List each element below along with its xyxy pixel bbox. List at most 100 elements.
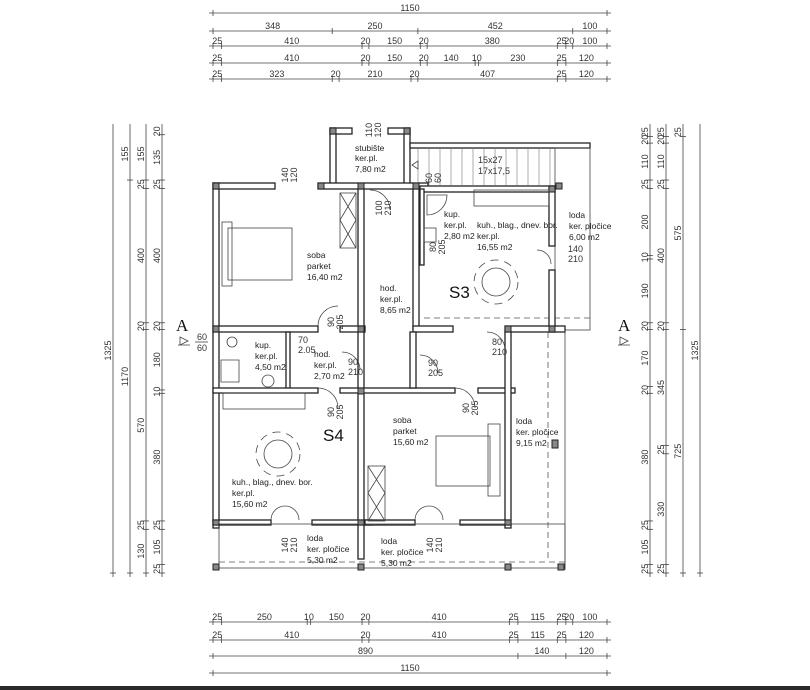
wardrobe bbox=[367, 465, 386, 522]
dimension-value: 120 bbox=[579, 69, 594, 79]
dimension-value: 20 bbox=[640, 135, 650, 145]
dimension-value: 410 bbox=[284, 630, 299, 640]
dimension-value: 20 bbox=[419, 36, 429, 46]
opening-dimension: 120 bbox=[289, 167, 299, 182]
opening-dimension: 140 bbox=[280, 167, 290, 182]
room-area: 5,30 m2 bbox=[307, 555, 338, 565]
dimension-value: 410 bbox=[432, 630, 447, 640]
dimension-value: 10 bbox=[152, 387, 162, 397]
room-floor: ker.pl. bbox=[477, 231, 500, 241]
dimension-value: 150 bbox=[387, 36, 402, 46]
section-value: 60 bbox=[197, 343, 207, 353]
opening-dimension: 210 bbox=[434, 537, 444, 552]
unit-label-s3: S3 bbox=[449, 283, 470, 302]
dimension-value: 25 bbox=[136, 520, 146, 530]
dimension-value: 25 bbox=[557, 612, 567, 622]
opening-dimension: 2.05 bbox=[298, 345, 316, 355]
dimension-value: 407 bbox=[480, 69, 495, 79]
room-floor: ker. pločice bbox=[307, 544, 350, 554]
opening-dimension: 80 bbox=[492, 337, 502, 347]
opening-dimension: 60 bbox=[433, 173, 443, 183]
dimension-value: 190 bbox=[640, 283, 650, 298]
dimension-value: 25 bbox=[152, 520, 162, 530]
dimension-value: 20 bbox=[564, 36, 574, 46]
dimension-value: 25 bbox=[509, 612, 519, 622]
opening-dimension: 210 bbox=[568, 254, 583, 264]
dimension-value: 10 bbox=[304, 612, 314, 622]
opening-dimension: 205 bbox=[428, 368, 443, 378]
dimension-value: 20 bbox=[640, 385, 650, 395]
section-markers: A 60 60 A bbox=[176, 316, 631, 353]
dimension-value: 20 bbox=[360, 36, 370, 46]
dimension-value: 25 bbox=[656, 564, 666, 574]
room-name: stubište bbox=[355, 143, 385, 153]
opening-dimension: 140 bbox=[425, 537, 435, 552]
room-name: hod. bbox=[314, 349, 331, 359]
dimension-value: 25 bbox=[557, 53, 567, 63]
dimension-value: 100 bbox=[582, 21, 597, 31]
dimension-value: 25 bbox=[640, 179, 650, 189]
dimension-value: 25 bbox=[212, 36, 222, 46]
opening-dimension: 90 bbox=[326, 317, 336, 327]
dimension-value: 575 bbox=[673, 225, 683, 240]
dimension-value: 140 bbox=[444, 53, 459, 63]
walls bbox=[212, 182, 590, 571]
section-arrow-icon bbox=[618, 336, 630, 346]
dimension-value: 380 bbox=[152, 450, 162, 465]
dimension-value: 110 bbox=[640, 154, 650, 168]
dimension-value: 25 bbox=[509, 630, 519, 640]
room-labels: stubište ker.pl. 7,80 m2 soba parket 16,… bbox=[232, 143, 612, 568]
dimension-value: 330 bbox=[656, 502, 666, 517]
dimension-value: 120 bbox=[579, 646, 594, 656]
room-floor: ker.pl. bbox=[314, 360, 337, 370]
room-floor: ker. pločice bbox=[569, 221, 612, 231]
dimension-value: 135 bbox=[152, 150, 162, 165]
room-name: loda bbox=[381, 536, 397, 546]
opening-dimension: 140 bbox=[280, 537, 290, 552]
dimension-value: 155 bbox=[136, 147, 146, 162]
room-floor: ker.pl. bbox=[355, 153, 378, 163]
dimension-value: 250 bbox=[368, 21, 383, 31]
dimension-value: 452 bbox=[488, 21, 503, 31]
room-name: kup. bbox=[444, 209, 460, 219]
dimension-value: 100 bbox=[582, 36, 597, 46]
room-area: 9,15 m2 bbox=[516, 438, 547, 448]
room-name: loda bbox=[569, 210, 585, 220]
dimension-value: 20 bbox=[640, 321, 650, 331]
dimension-value: 150 bbox=[329, 612, 344, 622]
dimension-value: 20 bbox=[360, 630, 370, 640]
dimension-value: 400 bbox=[656, 248, 666, 263]
dimension-value: 1325 bbox=[103, 340, 113, 360]
room-floor: ker.pl. bbox=[255, 351, 278, 361]
opening-dimension: 210 bbox=[289, 537, 299, 552]
room-area: 6,00 m2 bbox=[569, 232, 600, 242]
dimension-value: 380 bbox=[485, 36, 500, 46]
dimension-value: 120 bbox=[579, 53, 594, 63]
room-name: hod. bbox=[380, 283, 397, 293]
opening-dimension: 205 bbox=[335, 404, 345, 419]
opening-dimension: 60 bbox=[424, 173, 434, 183]
dimension-value: 100 bbox=[582, 612, 597, 622]
room-name: kuh., blag., dnev. bor. bbox=[477, 220, 558, 230]
door-swings bbox=[270, 189, 552, 521]
opening-dimension: 80 bbox=[428, 242, 438, 252]
furniture bbox=[220, 189, 552, 522]
room-floor: parket bbox=[393, 426, 417, 436]
wardrobe bbox=[339, 192, 357, 249]
dimension-value: 25 bbox=[212, 69, 222, 79]
dimension-value: 20 bbox=[360, 612, 370, 622]
dimension-value: 410 bbox=[432, 612, 447, 622]
dimension-value: 323 bbox=[269, 69, 284, 79]
room-name: loda bbox=[307, 533, 323, 543]
dimension-value: 20 bbox=[152, 126, 162, 136]
dimension-value: 20 bbox=[136, 321, 146, 331]
dimension-value: 130 bbox=[136, 544, 146, 559]
dimension-value: 25 bbox=[136, 179, 146, 189]
opening-dimension: 70 bbox=[298, 335, 308, 345]
dimension-value: 120 bbox=[579, 630, 594, 640]
dimension-value: 150 bbox=[387, 53, 402, 63]
room-name: kup. bbox=[255, 340, 271, 350]
dimension-value: 25 bbox=[557, 69, 567, 79]
opening-dimension: 90 bbox=[461, 403, 471, 413]
